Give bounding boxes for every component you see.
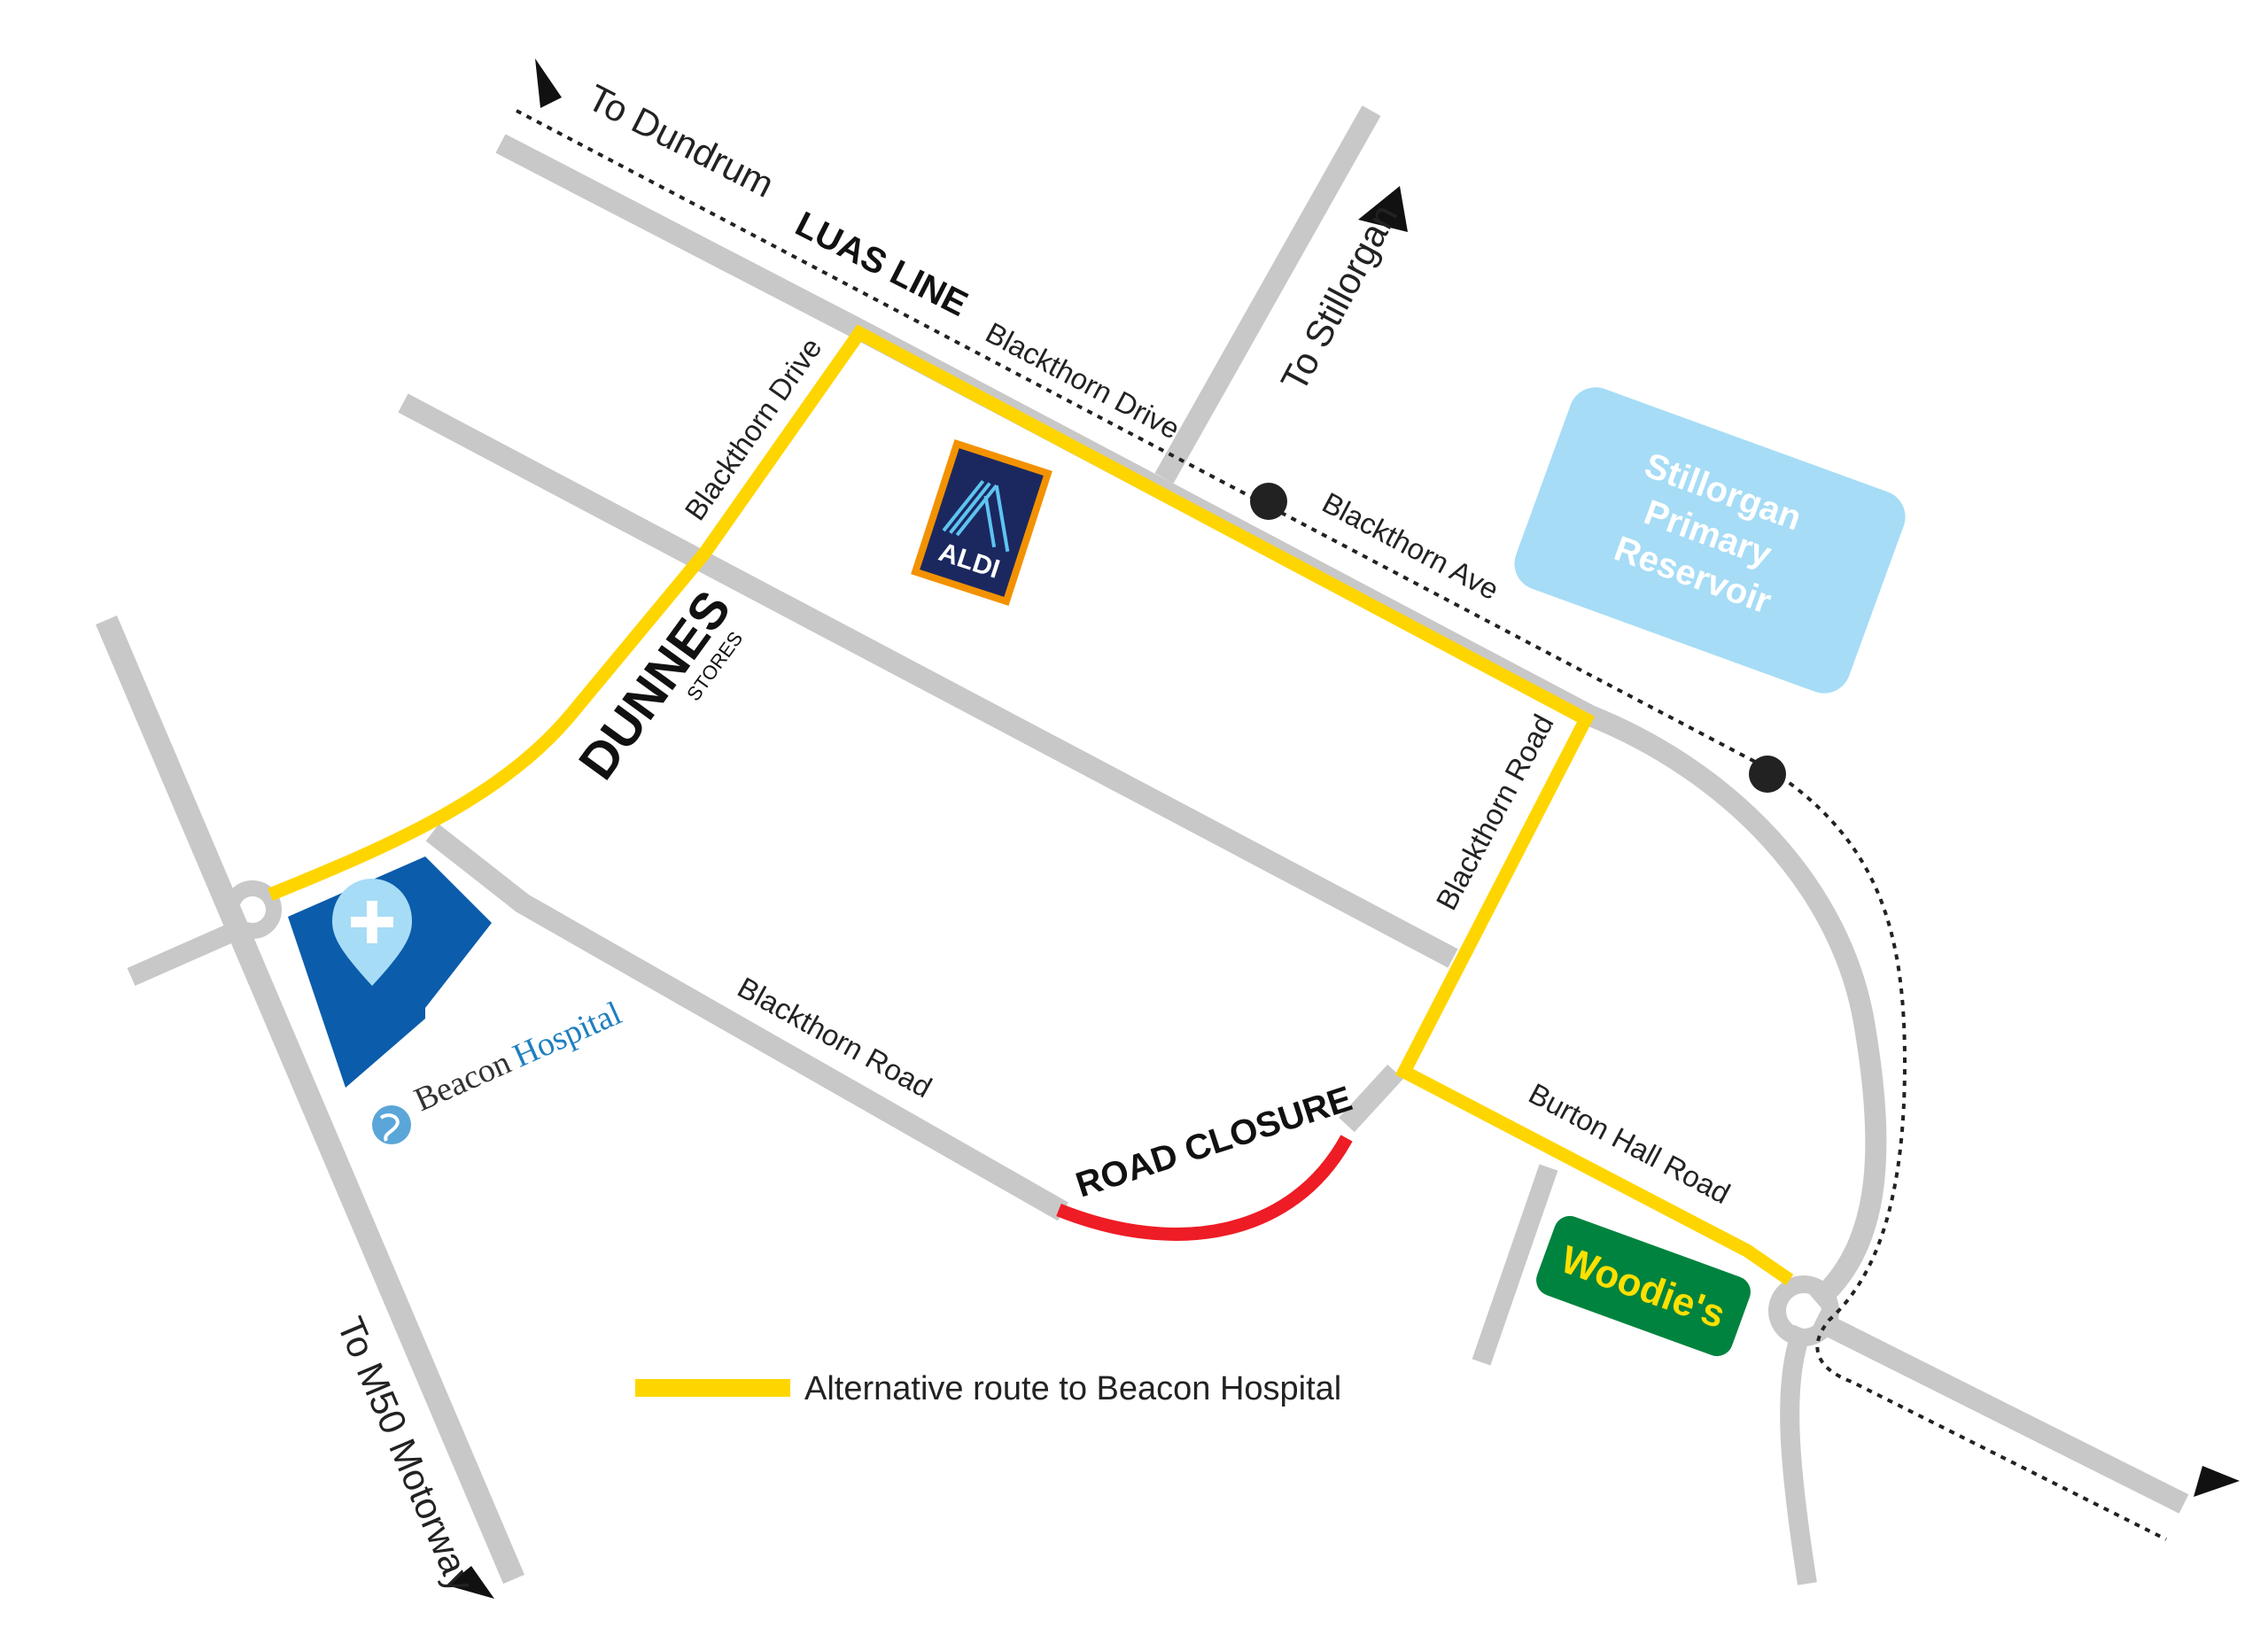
arrow-to-m50-icon	[447, 1566, 494, 1599]
road-blackthorn-road-lower	[425, 824, 1068, 1221]
aldi-logo-stripes-icon	[942, 479, 1010, 552]
arrow-east-exit-icon	[2194, 1466, 2240, 1497]
luas-line	[516, 109, 2167, 1541]
road-woodies-spur	[1472, 1164, 1558, 1366]
road-blackthorn-road-stub	[1339, 1064, 1403, 1133]
junction-west	[223, 880, 282, 939]
road-to-stillorgan	[1154, 105, 1381, 484]
road-middle	[398, 393, 1458, 968]
beacon-logo-icon	[372, 1105, 411, 1144]
alternative-route	[268, 324, 1794, 1286]
woodies-logo-badge	[1536, 1215, 1751, 1357]
legend-label: Alternative route to Beacon Hospital	[804, 1370, 1341, 1407]
beacon-hospital-name: BeaconHospital	[409, 995, 627, 1119]
label-blackthorn-drive-left: Blackthorn Drive	[678, 331, 827, 526]
road-south-exit	[1780, 1324, 1817, 1585]
arrow-to-stillorgan-icon	[1358, 186, 1408, 232]
cross-vertical	[367, 901, 377, 943]
beacon-name-part1: Beacon	[409, 1044, 517, 1120]
arrow-to-dundrum-icon	[535, 58, 562, 108]
aldi-logo: ALDI	[911, 438, 1052, 607]
road-to-m50	[96, 615, 524, 1585]
aldi-logo-fill	[920, 448, 1044, 597]
legend-swatch-route	[635, 1379, 790, 1397]
roundabout	[1768, 1275, 1839, 1346]
reservoir	[1514, 387, 1906, 694]
road-closure-segment	[1056, 1135, 1353, 1241]
luas-stop-2	[1749, 756, 1786, 793]
road-network	[96, 105, 2189, 1585]
beacon-logo	[372, 1105, 411, 1144]
label-to-stillorgan: To Stillorgan	[1272, 198, 1405, 398]
road-eastern-curve	[1586, 705, 1887, 1311]
road-west-spur	[127, 920, 242, 987]
label-blackthorn-drive-top: Blackthorn Drive	[981, 316, 1185, 446]
road-east-exit	[1811, 1310, 2189, 1514]
legend: Alternative route to Beacon Hospital	[635, 1370, 1341, 1407]
hospital-pin	[332, 879, 412, 986]
label-to-dundrum: To Dundrum	[581, 76, 781, 205]
beacon-name-part2: Hospital	[508, 995, 627, 1075]
luas-stop-1	[1250, 483, 1287, 520]
